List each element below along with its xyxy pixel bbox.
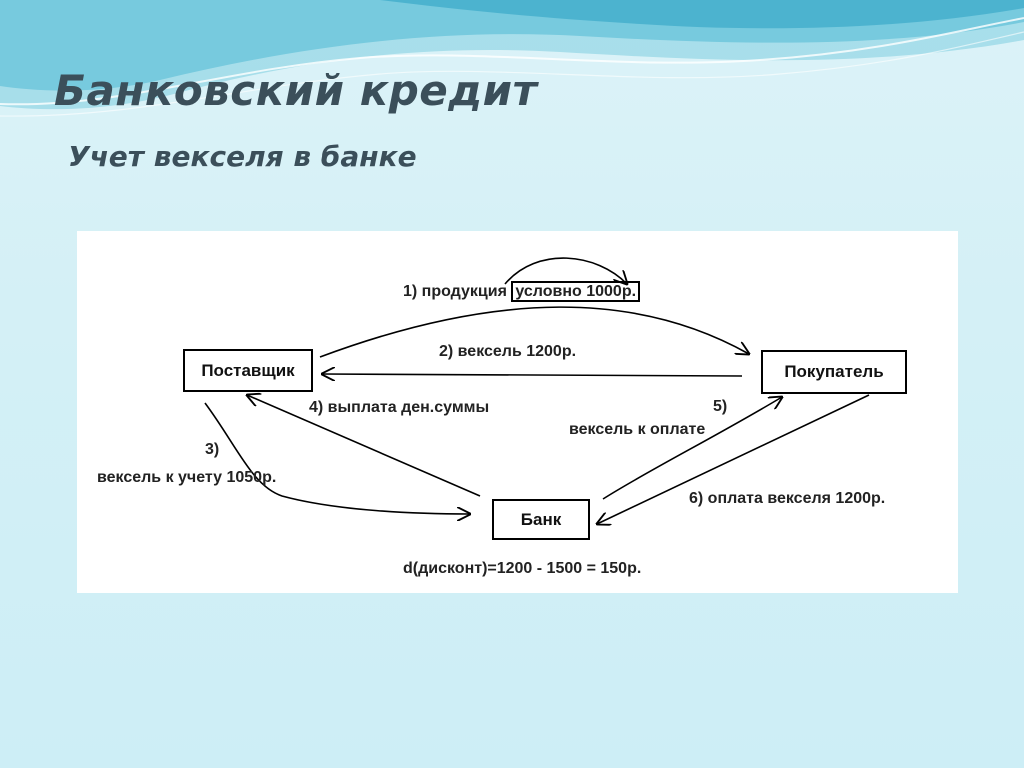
arrow-6-buyer-to-bank bbox=[597, 394, 870, 524]
discount-formula: d(дисконт)=1200 - 1500 = 150р. bbox=[403, 560, 642, 577]
slide-title: Банковский кредит bbox=[54, 66, 538, 115]
slide-subtitle: Учет векселя в банке bbox=[68, 140, 417, 173]
edge-label-3-number: 3) bbox=[205, 441, 220, 458]
diagram-panel: Поставщик Покупатель Банк 1) продукция у… bbox=[77, 231, 958, 593]
edge-label-1: 1) продукция условно 1000р. bbox=[403, 281, 641, 302]
diagram-arrows bbox=[204, 257, 870, 593]
edge-label-6: 6) оплата векселя 1200р. bbox=[689, 490, 886, 507]
edge-label-5-text: вексель к оплате bbox=[569, 421, 706, 438]
decorative-waves bbox=[0, 0, 1024, 117]
edge-label-3-text: вексель к учету 1050р. bbox=[97, 469, 277, 486]
arrow-1-supplier-to-buyer bbox=[319, 306, 749, 358]
arrow-1-small-arc bbox=[504, 257, 627, 284]
arrow-4-bank-to-supplier bbox=[247, 395, 481, 497]
edge-label-4: 4) выплата ден.суммы bbox=[309, 399, 490, 416]
edge-label-5-number: 5) bbox=[713, 398, 728, 415]
node-supplier: Поставщик bbox=[183, 349, 313, 392]
edge-label-1-boxed: условно 1000р. bbox=[511, 281, 641, 302]
edge-label-2: 2) вексель 1200р. bbox=[439, 343, 577, 360]
arrow-3-supplier-to-bank bbox=[204, 402, 470, 514]
arrow-2-buyer-to-supplier bbox=[322, 374, 743, 376]
node-buyer: Покупатель bbox=[761, 350, 907, 394]
edge-label-1-text: 1) продукция bbox=[403, 283, 507, 300]
node-bank: Банк bbox=[492, 499, 590, 540]
arrow-5-bank-to-buyer bbox=[602, 397, 782, 500]
